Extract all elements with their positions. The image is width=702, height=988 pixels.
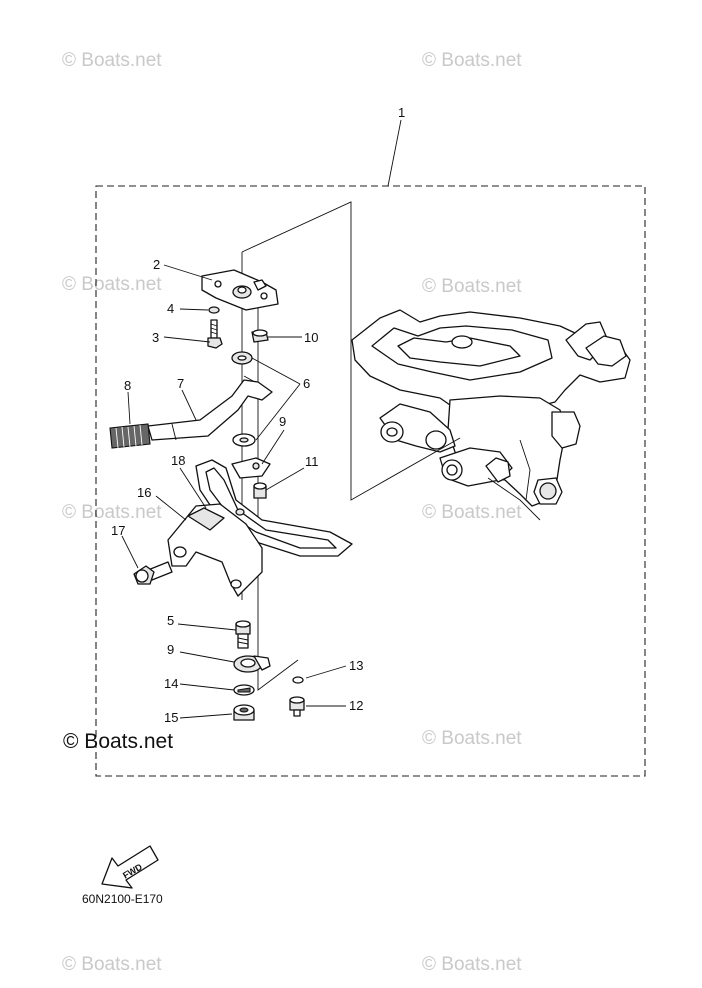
washer-part-4[interactable] xyxy=(208,306,220,314)
center-axis-lower xyxy=(257,290,299,691)
callout-4: 4 xyxy=(167,301,174,316)
callout-1: 1 xyxy=(398,105,405,120)
bracket-part-18[interactable] xyxy=(195,459,353,557)
callout-9-upper: 9 xyxy=(279,414,286,429)
callout-16: 16 xyxy=(137,485,151,500)
washer-part-13[interactable] xyxy=(292,676,304,684)
assembly-frame xyxy=(95,185,646,777)
callout-13: 13 xyxy=(349,658,363,673)
watermark-upper-right: © Boats.net xyxy=(422,276,522,297)
callout-2: 2 xyxy=(153,257,160,272)
screw-part-12[interactable] xyxy=(289,696,305,717)
watermark-bottom-right: © Boats.net xyxy=(422,954,522,975)
explode-panel-lines xyxy=(241,201,461,501)
watermark-top-right: © Boats.net xyxy=(422,50,522,71)
handle-bracket-background xyxy=(351,309,631,521)
callout-9-lower: 9 xyxy=(167,642,174,657)
callout-8: 8 xyxy=(124,378,131,393)
callout-17: 17 xyxy=(111,523,125,538)
callout-12: 12 xyxy=(349,698,363,713)
bracket-part-16[interactable] xyxy=(167,503,263,597)
nut-part-10[interactable] xyxy=(251,329,269,343)
watermark-large: © Boats.net xyxy=(63,730,173,753)
callout-18: 18 xyxy=(171,453,185,468)
watermark-top-left: © Boats.net xyxy=(62,50,162,71)
bolt-part-5[interactable] xyxy=(235,620,251,649)
callout-3: 3 xyxy=(152,330,159,345)
watermark-lower-right: © Boats.net xyxy=(422,728,522,749)
washer-part-9-upper[interactable] xyxy=(231,457,271,479)
bolt-part-3[interactable] xyxy=(207,319,223,349)
watermark-upper-left: © Boats.net xyxy=(62,274,162,295)
callout-11: 11 xyxy=(305,454,319,469)
watermark-mid-left: © Boats.net xyxy=(62,502,162,523)
callout-15: 15 xyxy=(164,710,178,725)
callout-7: 7 xyxy=(177,376,184,391)
nut-part-15[interactable] xyxy=(233,704,255,721)
callout-14: 14 xyxy=(164,676,178,691)
watermark-mid-right: © Boats.net xyxy=(422,502,522,523)
callout-5: 5 xyxy=(167,613,174,628)
lever-part-7[interactable] xyxy=(147,379,273,441)
diagram-code: 60N2100-E170 xyxy=(82,892,163,906)
callout-6: 6 xyxy=(303,376,310,391)
grip-part-8[interactable] xyxy=(109,423,151,449)
watermark-bottom-left: © Boats.net xyxy=(62,954,162,975)
callout-10: 10 xyxy=(304,330,318,345)
bolt-part-17[interactable] xyxy=(133,561,173,585)
plate-part-2[interactable] xyxy=(201,269,279,311)
collar-part-11[interactable] xyxy=(253,482,267,499)
callout-leaders xyxy=(121,119,402,719)
washer-part-9-lower[interactable] xyxy=(233,655,271,673)
fwd-arrow-icon: FWD xyxy=(101,845,159,889)
